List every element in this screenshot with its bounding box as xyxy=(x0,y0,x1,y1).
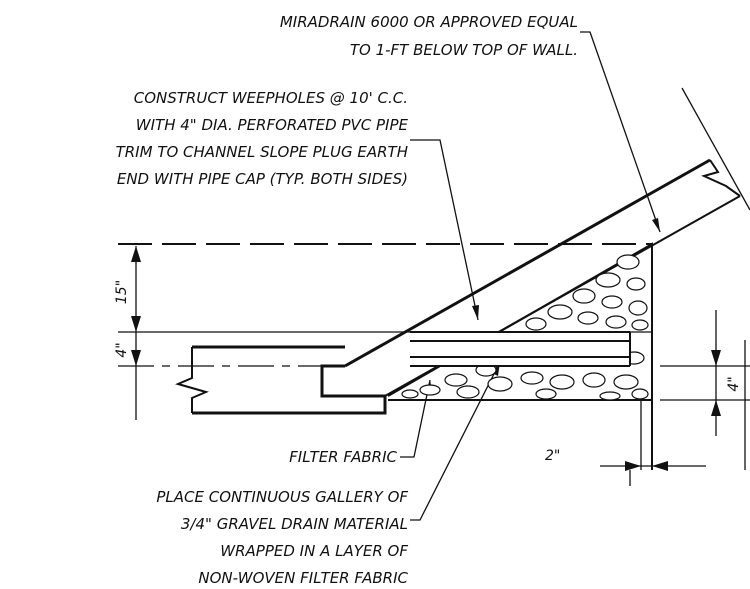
dim-4in-left: 4" xyxy=(114,342,130,357)
miradrain-note-line-2: TO 1-FT BELOW TOP OF WALL. xyxy=(350,41,578,59)
weephole-leader xyxy=(410,139,479,321)
gravel-pebbles xyxy=(401,254,649,401)
dim-4in-right: 4" xyxy=(726,376,742,391)
channel-slab xyxy=(175,345,387,415)
left-dim-arrow-mid xyxy=(131,316,141,332)
left-dimension: 15" 4" xyxy=(114,246,141,420)
filter-fabric-label: FILTER FABRIC xyxy=(289,448,397,466)
wall-top-surface xyxy=(344,158,711,368)
right-dimension: 4" xyxy=(660,310,750,436)
left-dim-arrow-low xyxy=(131,350,141,366)
bottom-dim-arrow-left xyxy=(625,461,641,471)
wall-break-line xyxy=(701,159,741,197)
bottom-dim-arrow-right xyxy=(652,461,668,471)
bottom-dimension: 2" xyxy=(545,448,706,486)
miradrain-arrowhead xyxy=(652,218,660,232)
right-dim-arrow-top xyxy=(711,350,721,366)
gallery-note-line-2: 3/4" GRAVEL DRAIN MATERIAL xyxy=(181,515,408,533)
slab-break-line xyxy=(175,347,209,413)
miradrain-note-line-1: MIRADRAIN 6000 OR APPROVED EQUAL xyxy=(280,13,578,31)
dim-2in: 2" xyxy=(545,448,560,464)
right-dim-arrow-bottom xyxy=(711,400,721,416)
slab-bottom-edge xyxy=(192,364,387,415)
weephole-arrowhead xyxy=(472,305,479,320)
dim-15in: 15" xyxy=(114,280,130,304)
filter-fabric-leader xyxy=(400,379,431,458)
weephole-note: CONSTRUCT WEEPHOLES @ 10' C.C. WITH 4" D… xyxy=(116,89,409,188)
miradrain-note: MIRADRAIN 6000 OR APPROVED EQUAL TO 1-FT… xyxy=(280,13,578,59)
gallery-note-line-1: PLACE CONTINUOUS GALLERY OF xyxy=(156,488,408,506)
gallery-note-line-4: NON-WOVEN FILTER FABRIC xyxy=(198,569,408,587)
weephole-note-line-4: END WITH PIPE CAP (TYP. BOTH SIDES) xyxy=(117,170,408,188)
weephole-note-line-3: TRIM TO CHANNEL SLOPE PLUG EARTH xyxy=(116,143,408,161)
leader-lines xyxy=(400,31,661,521)
gallery-note-line-3: WRAPPED IN A LAYER OF xyxy=(220,542,408,560)
gallery-note: PLACE CONTINUOUS GALLERY OF 3/4" GRAVEL … xyxy=(156,488,408,587)
gallery-leader xyxy=(410,361,501,521)
left-dim-arrow-top xyxy=(131,246,141,262)
weephole-note-line-1: CONSTRUCT WEEPHOLES @ 10' C.C. xyxy=(134,89,408,107)
background-slope-line xyxy=(681,87,750,211)
weephole-note-line-2: WITH 4" DIA. PERFORATED PVC PIPE xyxy=(136,116,409,134)
miradrain-leader xyxy=(580,31,661,233)
pvc-pipe xyxy=(410,331,631,367)
